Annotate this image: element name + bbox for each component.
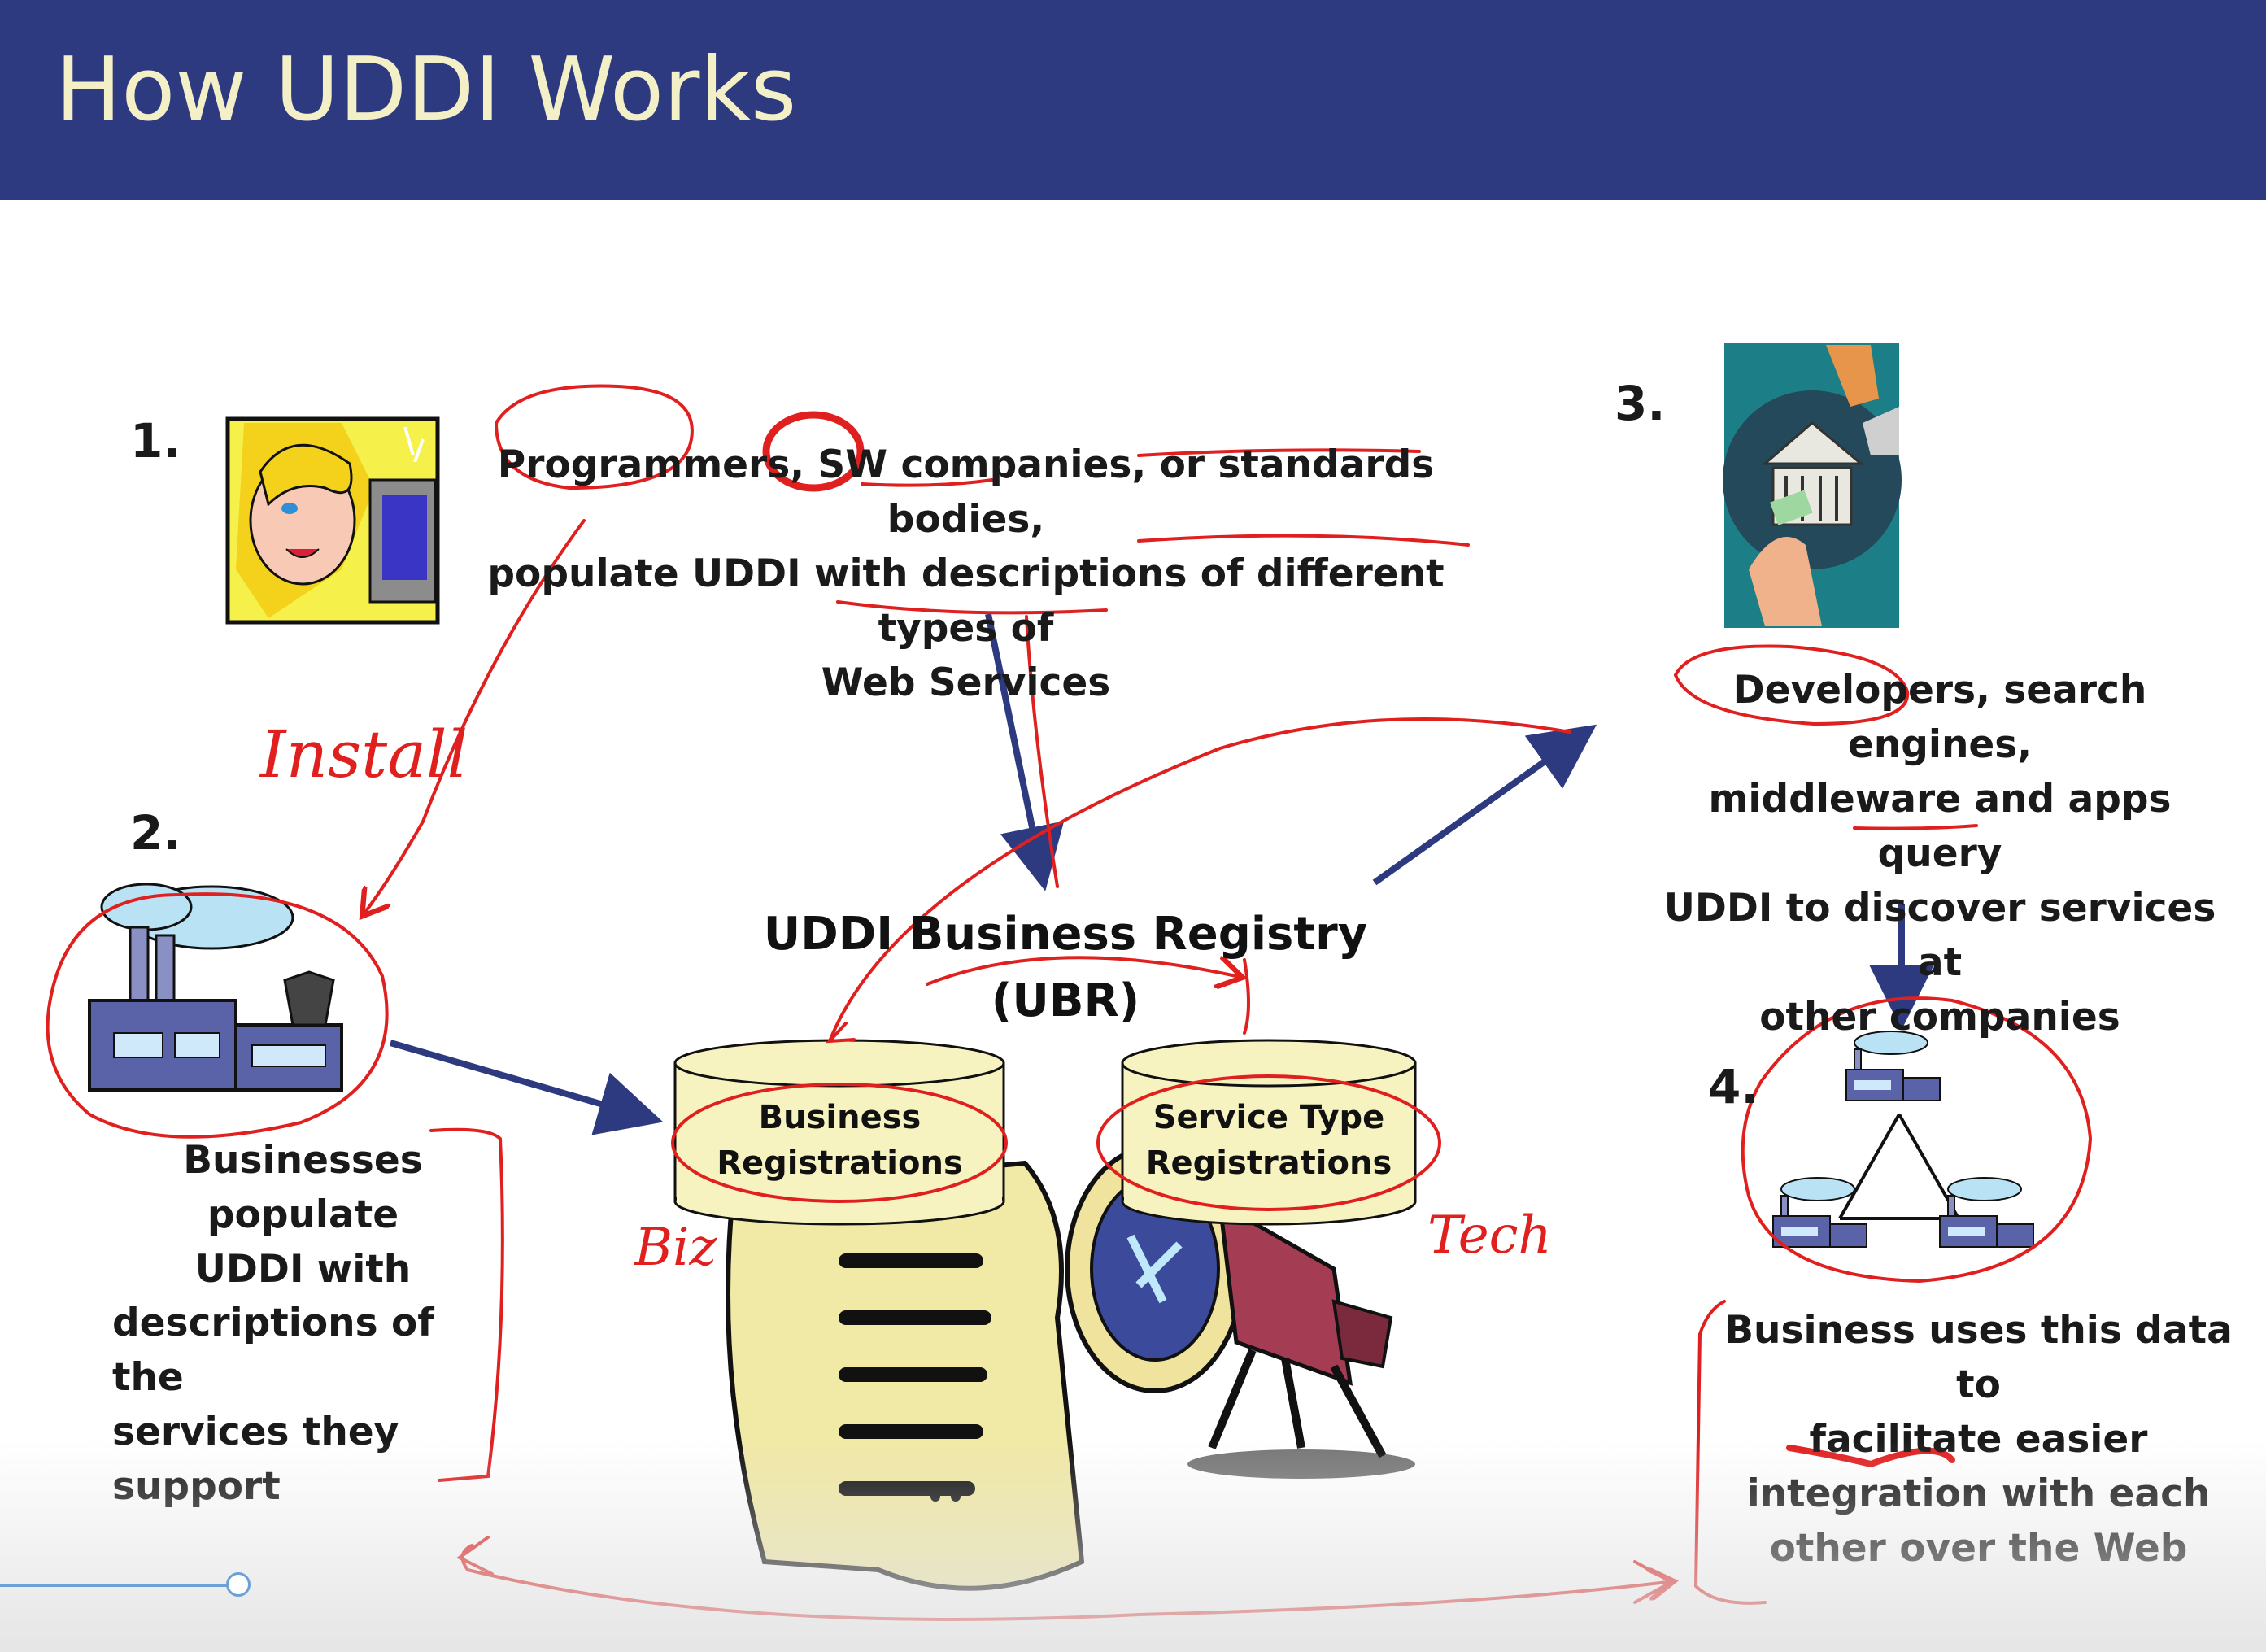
step-3-number: 3.	[1615, 376, 1666, 431]
bank-hands-icon	[1723, 343, 1902, 628]
arrow-registry-to-step3	[1372, 724, 1597, 886]
business-registrations-cylinder	[673, 1039, 1005, 1226]
player-overlay	[0, 1440, 2266, 1652]
step-2-number: 2.	[130, 805, 181, 861]
progress-bar[interactable]	[0, 1584, 238, 1587]
service-type-registrations-label: Service Type Registrations	[1145, 1099, 1392, 1182]
step-4-number: 4.	[1708, 1059, 1759, 1114]
telescope-illustration	[1065, 1144, 1415, 1479]
step-1-text: Programmers, SW companies, or standards …	[487, 442, 1445, 705]
service-type-registrations-cylinder	[1121, 1039, 1417, 1226]
step-2-text: Businesses populate UDDI with	[183, 1138, 423, 1292]
title-bar: How UDDI Works	[0, 0, 2266, 200]
connected-factories-icon	[1772, 1031, 2034, 1248]
business-registrations-label: Business Registrations	[717, 1099, 963, 1182]
slide-title: How UDDI Works	[55, 39, 797, 141]
step-3-text: Developers, search engines, middleware a…	[1663, 668, 2216, 1040]
factory-icon	[88, 883, 343, 1092]
arrow-step1-to-registry	[985, 613, 1065, 891]
arrow-step2-to-registry	[389, 1040, 664, 1135]
biz-annotation: Biz	[634, 1218, 718, 1278]
step-1-number: 1.	[130, 413, 181, 469]
progress-scrubber-handle[interactable]	[226, 1572, 251, 1597]
install-annotation: Install	[259, 717, 468, 792]
programmer-woman-icon	[225, 416, 440, 625]
tech-annotation: Tech	[1427, 1205, 1552, 1266]
registry-title: UDDI Business Registry (UBR)	[763, 908, 1368, 1027]
